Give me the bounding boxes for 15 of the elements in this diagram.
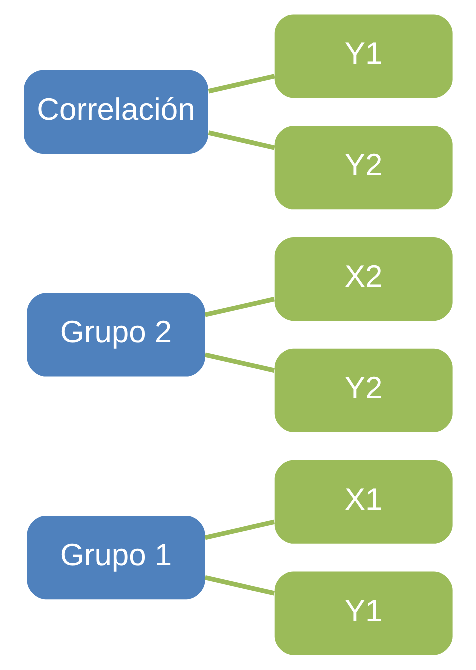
node-box: Y1 [274,14,452,98]
node-box: Y2 [274,126,452,210]
node-box: Grupo 1 [26,516,205,600]
connector [204,297,275,318]
node-box: X1 [274,460,452,544]
connector [204,520,275,540]
node-box: Y2 [274,348,452,432]
node-box: X2 [274,238,452,322]
node-box: Grupo 2 [26,293,205,377]
node-box: Correlación [24,70,208,154]
connector [208,130,275,150]
connector [208,74,275,94]
node-box: Y1 [274,572,452,656]
connector [204,352,275,373]
connector [204,576,275,596]
